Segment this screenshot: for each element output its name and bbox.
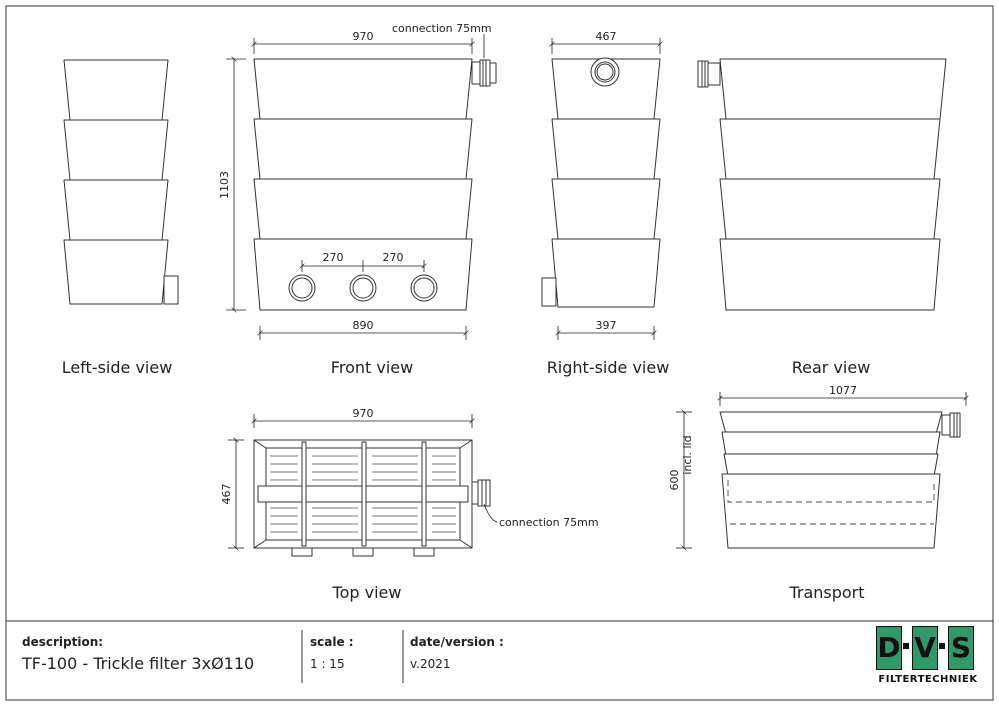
logo-letter-d: D (876, 626, 902, 670)
label-front-view: Front view (330, 358, 414, 377)
right-side-view-drawing (541, 57, 661, 308)
dim-connection-top: connection 75mm (499, 516, 599, 529)
dvs-logo: D V S FILTERTECHNIEK (876, 626, 980, 688)
dim-top-width: 970 (353, 407, 374, 420)
dim-connection-front: connection 75mm (392, 22, 492, 35)
transport-drawing (719, 411, 961, 549)
dim-front-base-width: 890 (353, 319, 374, 332)
label-left-side-view: Left-side view (61, 358, 173, 377)
label-rear-view: Rear view (791, 358, 871, 377)
dim-transport-height: 600 (668, 470, 681, 491)
dim-side-width: 467 (596, 30, 617, 43)
logo-letter-v: V (912, 626, 938, 670)
dim-side-base-width: 397 (596, 319, 617, 332)
top-view-drawing (253, 439, 491, 557)
scale-label: scale : (310, 635, 354, 649)
date-version-label: date/version : (410, 635, 504, 649)
logo-subtitle: FILTERTECHNIEK (878, 674, 978, 685)
scale-value: 1 : 15 (310, 657, 345, 671)
rear-view-drawing (697, 58, 947, 311)
description-label: description: (22, 635, 104, 649)
dim-front-width: 970 (353, 30, 374, 43)
logo-letter-s: S (948, 626, 974, 670)
label-transport: Transport (789, 583, 865, 602)
left-side-view-drawing (63, 59, 179, 305)
label-top-view: Top view (332, 583, 402, 602)
description-value: TF-100 - Trickle filter 3xØ110 (22, 654, 255, 673)
dim-top-depth: 467 (220, 484, 233, 505)
front-view-drawing (253, 58, 497, 311)
dim-transport-note: incl. lid (681, 435, 694, 474)
dim-transport-width: 1077 (829, 384, 857, 397)
label-right-side-view: Right-side view (546, 358, 670, 377)
dim-hole-spacing-2: 270 (383, 251, 404, 264)
dim-hole-spacing-1: 270 (323, 251, 344, 264)
date-version-value: v.2021 (410, 657, 451, 671)
sheet-border (5, 5, 994, 701)
dim-front-height: 1103 (218, 171, 231, 199)
